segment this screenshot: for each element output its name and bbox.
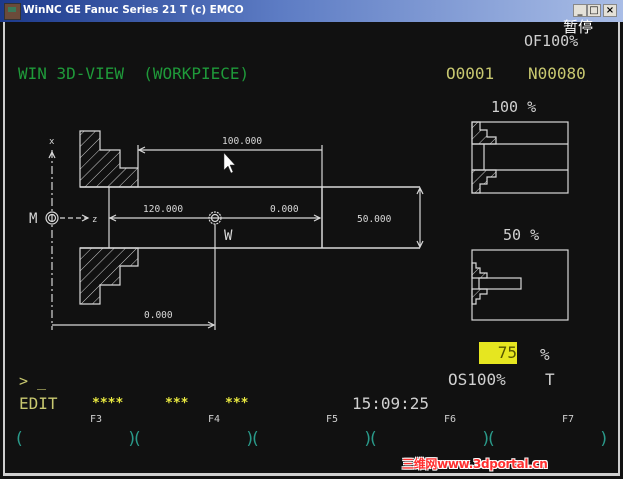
machine-zero-label: M	[29, 211, 37, 227]
softkey-f5[interactable]: ( )	[250, 429, 376, 449]
cnc-screen	[3, 22, 620, 476]
preview-100-label: 100 %	[491, 98, 537, 116]
dim-top: 100.000	[222, 136, 262, 147]
softkey-label-f4: F4	[208, 414, 221, 425]
dim-z-right: 0.000	[270, 204, 299, 215]
window-titlebar: WinNC GE Fanuc Series 21 T (c) EMCO _ □ …	[0, 0, 623, 22]
close-button[interactable]: ×	[603, 4, 617, 17]
workpiece-zero-label: W	[224, 228, 233, 244]
preview-50	[471, 249, 569, 321]
app-icon	[4, 3, 21, 20]
preview-50-label: 50 %	[503, 226, 540, 244]
feed-override: OF100%	[524, 32, 579, 50]
clock: 15:09:25	[352, 394, 430, 413]
dim-z-left: 120.000	[143, 204, 183, 215]
dim-diameter: 50.000	[357, 214, 392, 225]
status-stars-2: ***	[165, 396, 189, 411]
status-stars-1: ****	[92, 396, 124, 411]
mouse-cursor-icon	[223, 152, 236, 174]
watermark: 三维网www.3dportal.cn	[402, 457, 548, 471]
tool-label: T	[545, 370, 555, 389]
pause-label: 暂停	[563, 18, 594, 36]
maximize-button[interactable]: □	[587, 4, 601, 17]
command-prompt[interactable]: > _	[19, 372, 47, 390]
window-title: WinNC GE Fanuc Series 21 T (c) EMCO	[23, 4, 244, 16]
softkey-label-f3: F3	[90, 414, 103, 425]
program-number: O0001	[446, 64, 495, 83]
softkey-f6[interactable]: ( )	[368, 429, 494, 449]
softkey-f3[interactable]: ( )	[14, 429, 140, 449]
minimize-button[interactable]: _	[573, 4, 587, 17]
spindle-override: OS100%	[448, 370, 506, 389]
softkey-f7[interactable]: ( )	[486, 429, 612, 449]
input-value-field[interactable]: 75	[479, 342, 517, 364]
block-number: N00080	[528, 64, 586, 83]
preview-100	[471, 121, 569, 194]
mode-title: WIN 3D-VIEW (WORKPIECE)	[18, 64, 250, 83]
input-unit: %	[540, 345, 550, 364]
mode-indicator: EDIT	[19, 394, 58, 413]
status-stars-3: ***	[225, 396, 249, 411]
softkey-label-f6: F6	[444, 414, 457, 425]
dim-bottom: 0.000	[144, 310, 173, 321]
softkey-label-f5: F5	[326, 414, 339, 425]
axis-z-label: z	[92, 215, 97, 225]
axis-x-label: x	[49, 137, 55, 147]
softkey-f4[interactable]: ( )	[132, 429, 258, 449]
softkey-label-f7: F7	[562, 414, 575, 425]
